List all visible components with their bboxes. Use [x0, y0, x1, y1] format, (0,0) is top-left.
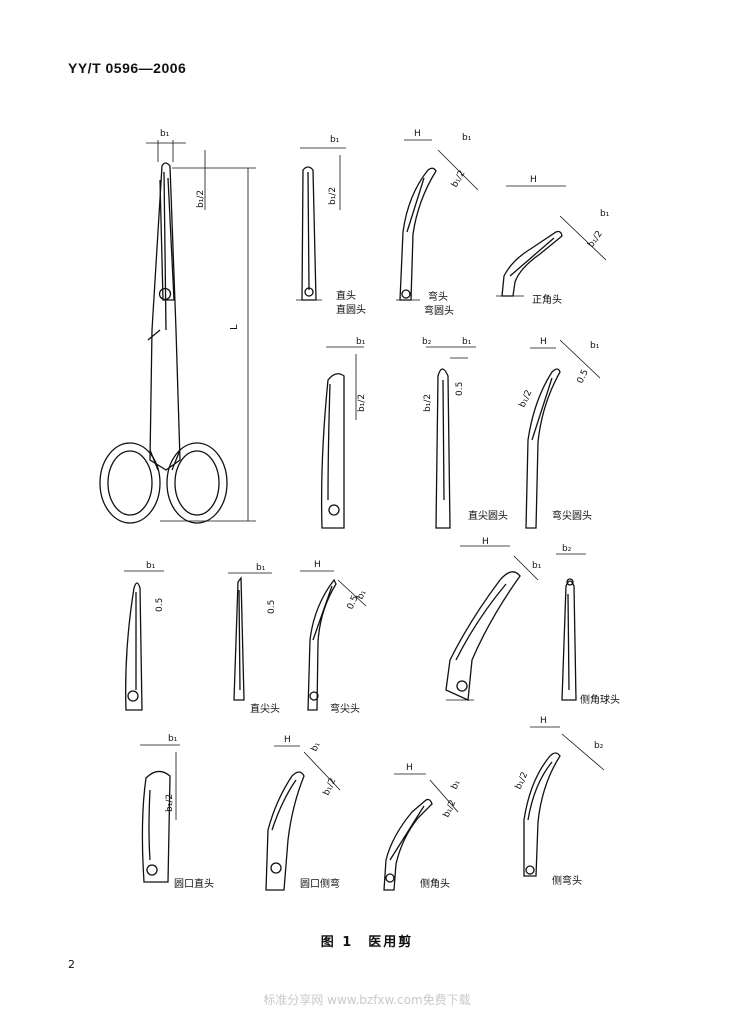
d7-b1: b₁: [146, 561, 156, 571]
d13-b1: b₁: [310, 740, 323, 753]
page-number: 2: [68, 958, 75, 971]
d4-b1half: b₁/2: [357, 394, 367, 412]
label-curved-sharp-round: 弯尖圆头: [552, 509, 592, 522]
label-side-curved: 侧弯头: [552, 874, 582, 887]
label-blunt2: 直圆头: [336, 303, 366, 316]
detail-straight-blunt: b₁ b₁/2 直头 直圆头: [296, 135, 366, 316]
figure-caption: 图 1 医用剪: [320, 935, 414, 950]
label-curved1: 弯头: [428, 290, 448, 303]
detail-small-tip: b₁ 0.5: [124, 561, 165, 711]
d6-b1: b₁: [590, 341, 600, 351]
d14-H: H: [406, 763, 413, 773]
detail-side-angle: H b₁ b₁/2 侧角头: [383, 763, 463, 891]
d15-b1half: b₁/2: [514, 771, 531, 792]
d13-b1half: b₁/2: [322, 777, 339, 798]
d11-b2: b₂: [562, 544, 572, 554]
detail-large-tip: b₁ b₁/2: [320, 337, 367, 529]
d12-b1half: b₁/2: [165, 794, 175, 812]
watermark: 标准分享网 www.bzfxw.com免费下载: [263, 993, 471, 1007]
d12-b1: b₁: [168, 734, 178, 744]
detail-straight-sharp: b₁ 0.5 直尖头: [228, 563, 280, 715]
d2-b1half: b₁/2: [450, 169, 468, 190]
d10-b1: b₁: [532, 561, 542, 571]
detail-straight-sharp-round: b₂ b₁ b₁/2 0.5 直尖圆头: [422, 337, 508, 529]
d8-b1: b₁: [256, 563, 266, 573]
label-rightangle: 正角头: [532, 294, 562, 306]
label-straight-sharp-round: 直尖圆头: [468, 509, 508, 522]
d13-H: H: [284, 735, 291, 745]
d8-p05: 0.5: [267, 600, 277, 614]
label-round-straight: 圆口直头: [174, 877, 214, 890]
label-straight-sharp: 直尖头: [250, 702, 280, 715]
detail-side-curved: H b₂ b₁/2 侧弯头: [514, 716, 605, 887]
label-curved2: 弯圆头: [424, 304, 454, 317]
d1-b1: b₁: [330, 135, 340, 145]
main-scissors-drawing: b₁ b₁/2 L: [99, 129, 256, 524]
d4-b1: b₁: [356, 337, 366, 347]
d5-b1half: b₁/2: [423, 394, 433, 412]
d6-b1half: b₁/2: [518, 389, 535, 410]
d3-H: H: [530, 175, 537, 185]
d3-b1: b₁: [600, 209, 610, 219]
standard-number: YY/T 0596—2006: [68, 60, 187, 76]
d5-p05: 0.5: [455, 382, 465, 396]
label-side-angle: 侧角头: [420, 877, 450, 890]
d5-b1: b₁: [462, 337, 472, 347]
d15-H: H: [540, 716, 547, 726]
label-round-curved: 圆口侧弯: [300, 877, 340, 890]
d6-H: H: [540, 337, 547, 347]
d6-p05: 0.5: [576, 368, 591, 385]
d2-b1: b₁: [462, 133, 472, 143]
d9-H: H: [314, 560, 321, 570]
label-blunt1: 直头: [336, 289, 356, 302]
d3-b1half: b₁/2: [586, 229, 605, 250]
label-curved-sharp: 弯尖头: [330, 702, 360, 715]
detail-curved: H b₁ b₁/2 弯头 弯圆头: [396, 129, 479, 317]
d1-b1half: b₁/2: [328, 187, 338, 205]
d14-b1: b₁: [450, 778, 463, 791]
d9-b1: b₁: [356, 588, 369, 601]
d10-H: H: [482, 537, 489, 547]
detail-side-ball: b₂ 侧角球头: [556, 544, 620, 706]
detail-round-straight: b₁ b₁/2 圆口直头: [140, 734, 214, 890]
d2-H: H: [414, 129, 421, 139]
label-side-ball: 侧角球头: [580, 693, 620, 706]
detail-right-angle: H b₁ b₁/2 正角头: [496, 175, 610, 306]
d7-p05: 0.5: [155, 598, 165, 612]
d15-b2: b₂: [594, 741, 604, 751]
detail-large-angled: H b₁: [445, 537, 542, 701]
detail-curved-sharp: H b₁ 0.5 弯尖头: [300, 560, 369, 715]
main-b1half-label: b₁/2: [196, 190, 206, 208]
d5-b2: b₂: [422, 337, 432, 347]
detail-round-curved: H b₁ b₁/2 圆口侧弯: [265, 735, 341, 891]
main-b1-label: b₁: [160, 129, 170, 139]
detail-curved-sharp-round: H b₁ b₁/2 0.5 弯尖圆头: [518, 337, 601, 529]
main-L-label: L: [229, 324, 240, 330]
